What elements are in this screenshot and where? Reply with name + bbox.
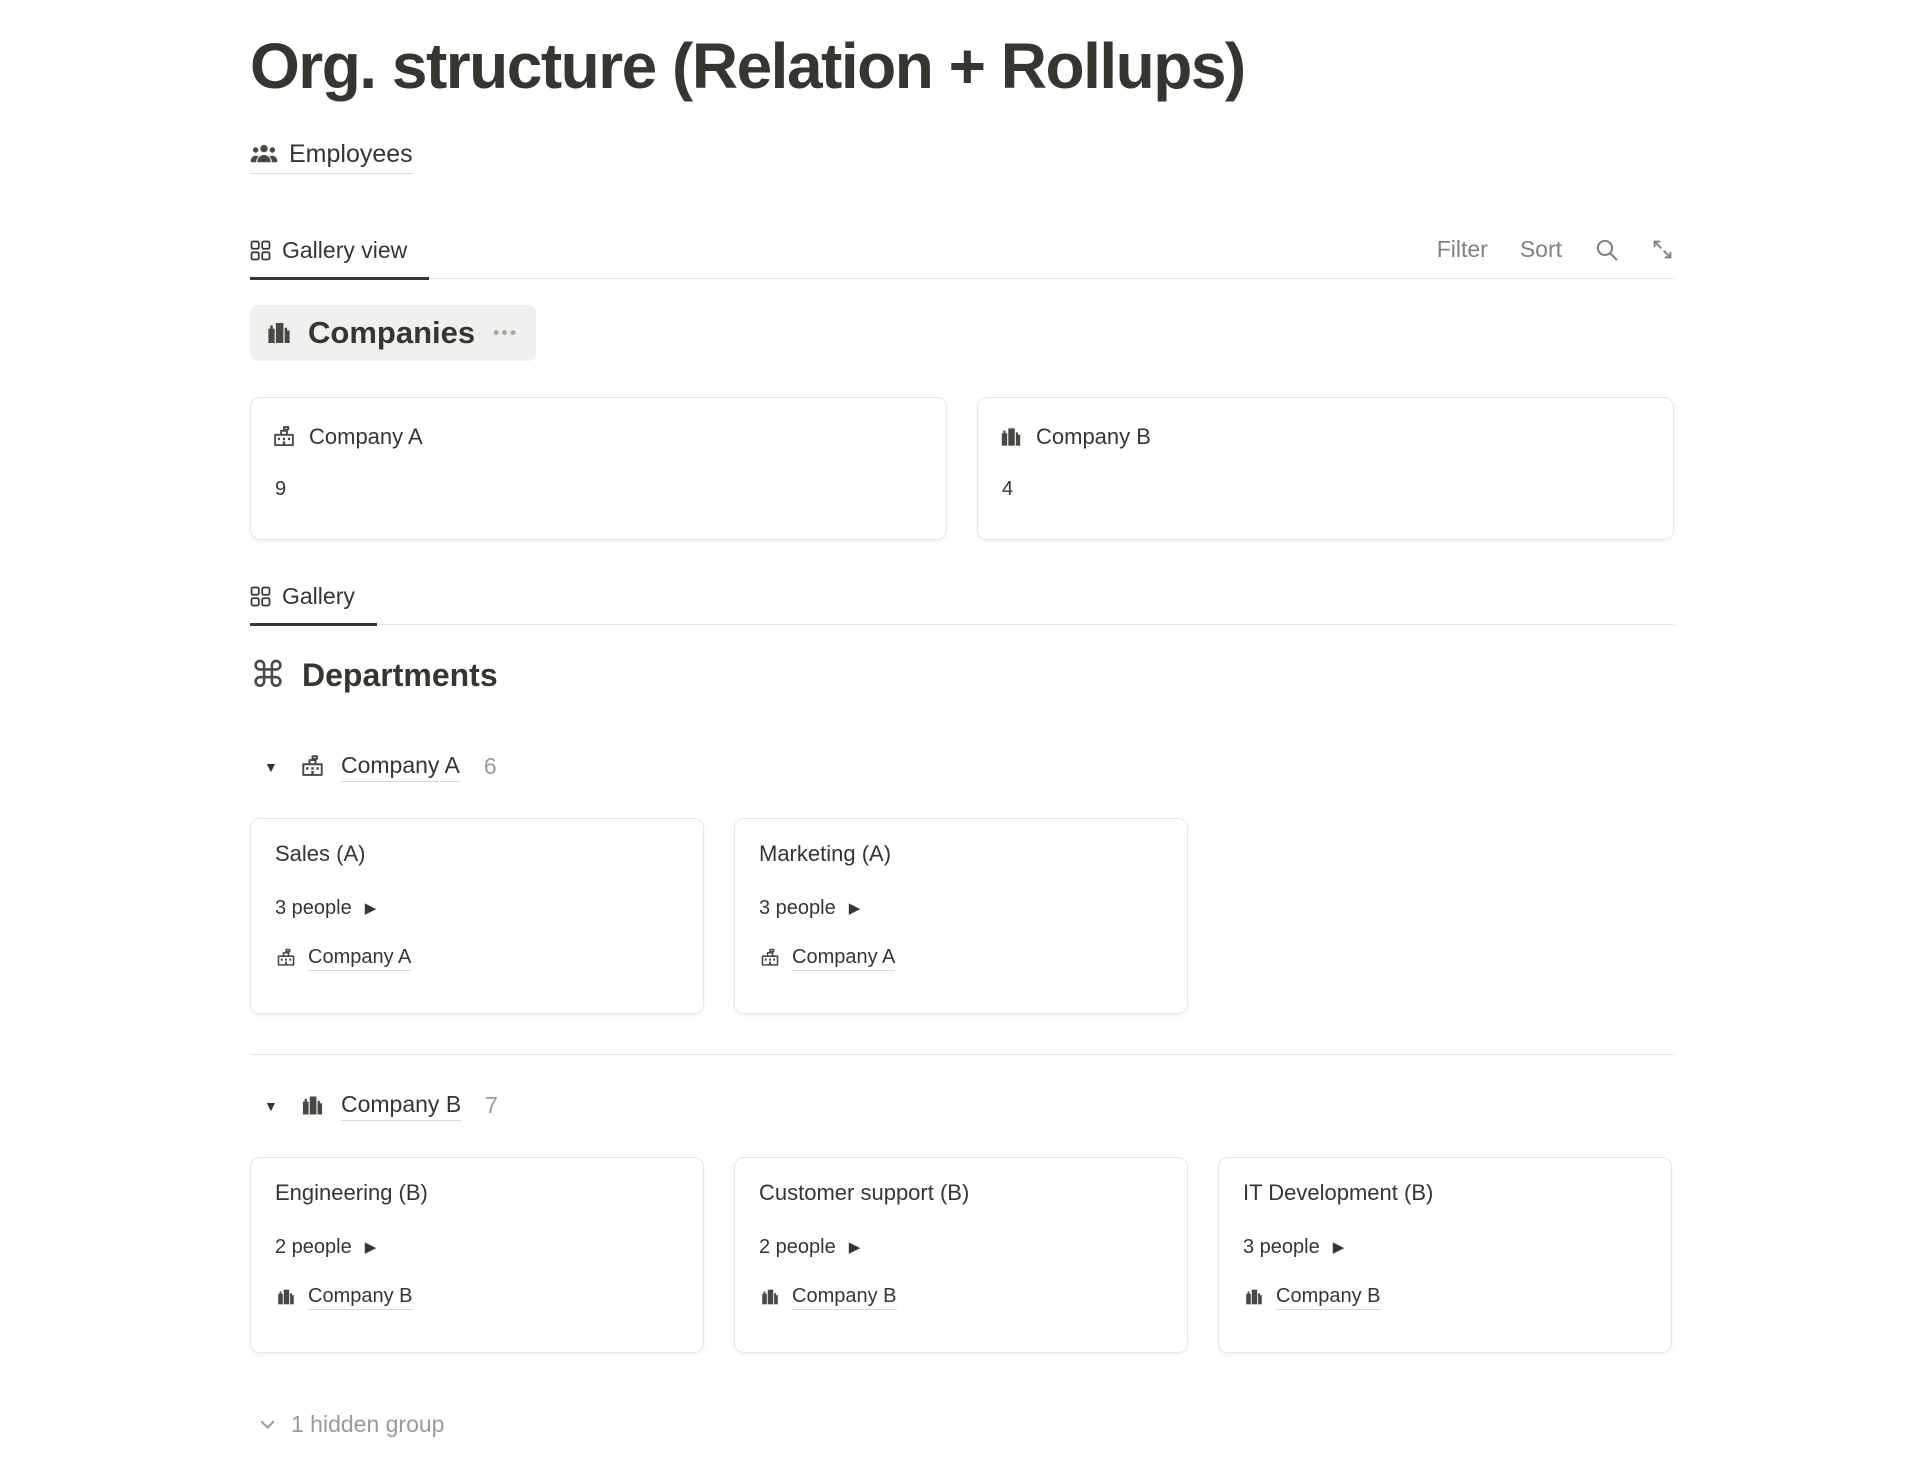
departments-title: Departments — [302, 656, 498, 693]
card-sales-a[interactable]: Sales (A) 3 people ▶ Company A — [250, 817, 704, 1014]
expand-triangle-icon[interactable]: ▶ — [364, 900, 377, 918]
card-company-a[interactable]: Company A 9 — [250, 396, 947, 540]
relation-link-company-a[interactable]: Company A — [792, 946, 896, 971]
group-header-company-b: ▼ Company B 7 — [250, 1091, 1674, 1121]
tab-gallery[interactable]: Gallery — [250, 583, 377, 626]
buildings-icon — [299, 1092, 326, 1119]
company-b-cards-row: Engineering (B) 2 people ▶ Company B Cus… — [250, 1156, 1674, 1353]
group-count: 6 — [483, 753, 497, 780]
card-title: Engineering (B) — [275, 1179, 428, 1205]
company-a-cards-row: Sales (A) 3 people ▶ Company A Marketing… — [250, 817, 1674, 1014]
people-count: 2 people — [759, 1235, 836, 1258]
linked-database-label: Employees — [289, 139, 413, 168]
view-toolbar: Gallery view Filter Sort — [250, 226, 1674, 280]
command-icon: ⌘ — [250, 654, 286, 696]
sort-button[interactable]: Sort — [1519, 235, 1562, 262]
group-count: 7 — [485, 1092, 498, 1119]
card-title: Company B — [1036, 423, 1151, 449]
relation-link-company-b[interactable]: Company B — [1276, 1285, 1381, 1310]
people-icon — [250, 143, 278, 165]
companies-cards-row: Company A 9 Company B 4 — [250, 396, 1674, 540]
people-count: 3 people — [759, 896, 836, 919]
expand-triangle-icon[interactable]: ▶ — [848, 900, 861, 918]
chevron-down-icon — [256, 1413, 279, 1436]
people-count: 2 people — [275, 1235, 352, 1258]
group-link-company-a[interactable]: Company A — [341, 752, 460, 782]
relation-link-company-b[interactable]: Company B — [308, 1285, 413, 1310]
hidden-group-toggle[interactable]: 1 hidden group — [250, 1411, 1674, 1438]
buildings-icon — [998, 424, 1024, 450]
card-title: Marketing (A) — [759, 840, 892, 866]
linked-database-employees[interactable]: Employees — [250, 140, 413, 174]
group-link-company-b[interactable]: Company B — [341, 1091, 462, 1121]
departments-header: ⌘ Departments — [250, 657, 1674, 694]
tab-label: Gallery view — [282, 236, 408, 263]
expand-icon[interactable] — [1651, 238, 1674, 261]
buildings-icon — [1243, 1286, 1265, 1308]
hidden-group-label: 1 hidden group — [291, 1410, 445, 1437]
rollup-count: 9 — [275, 477, 287, 500]
card-title: Company A — [309, 423, 423, 449]
group-divider — [250, 1053, 1674, 1055]
expand-triangle-icon[interactable]: ▶ — [848, 1239, 861, 1257]
companies-group-title: Companies — [308, 314, 476, 350]
filter-button[interactable]: Filter — [1436, 235, 1488, 262]
school-icon — [271, 424, 297, 450]
buildings-icon — [759, 1286, 781, 1308]
school-icon — [275, 947, 297, 969]
page-title: Org. structure (Relation + Rollups) — [250, 30, 1246, 102]
card-customer-support-b[interactable]: Customer support (B) 2 people ▶ Company … — [734, 1156, 1188, 1353]
gallery-grid-icon — [250, 586, 271, 607]
page-content: Org. structure (Relation + Rollups) Empl… — [250, 0, 1674, 1438]
tab-label: Gallery — [282, 582, 355, 609]
card-title: Sales (A) — [275, 840, 366, 866]
people-count: 3 people — [275, 896, 352, 919]
school-icon — [299, 753, 326, 780]
card-title: IT Development (B) — [1243, 1179, 1434, 1205]
expand-triangle-icon[interactable]: ▶ — [1332, 1239, 1345, 1257]
collapse-triangle-icon[interactable]: ▼ — [264, 758, 278, 775]
gallery-grid-icon — [250, 240, 271, 261]
toolbar-controls: Filter Sort — [1437, 236, 1674, 278]
card-company-b[interactable]: Company B 4 — [977, 396, 1674, 540]
relation-link-company-a[interactable]: Company A — [308, 946, 412, 971]
buildings-icon — [275, 1286, 297, 1308]
relation-link-company-b[interactable]: Company B — [792, 1285, 897, 1310]
group-header-company-a: ▼ Company A 6 — [250, 752, 1674, 782]
school-icon — [759, 947, 781, 969]
expand-triangle-icon[interactable]: ▶ — [364, 1239, 377, 1257]
card-marketing-a[interactable]: Marketing (A) 3 people ▶ Company A — [734, 817, 1188, 1014]
collapse-triangle-icon[interactable]: ▼ — [264, 1097, 278, 1114]
more-options-icon[interactable]: ••• — [493, 322, 519, 342]
companies-group-header[interactable]: Companies ••• — [250, 304, 537, 361]
rollup-count: 4 — [1002, 477, 1014, 500]
people-count: 3 people — [1243, 1235, 1320, 1258]
card-it-development-b[interactable]: IT Development (B) 3 people ▶ Company B — [1218, 1156, 1672, 1353]
buildings-icon — [264, 318, 294, 348]
card-title: Customer support (B) — [759, 1179, 970, 1205]
search-icon[interactable] — [1594, 237, 1619, 262]
departments-toolbar: Gallery — [250, 572, 1674, 626]
tab-gallery-view[interactable]: Gallery view — [250, 236, 430, 280]
card-engineering-b[interactable]: Engineering (B) 2 people ▶ Company B — [250, 1156, 704, 1353]
